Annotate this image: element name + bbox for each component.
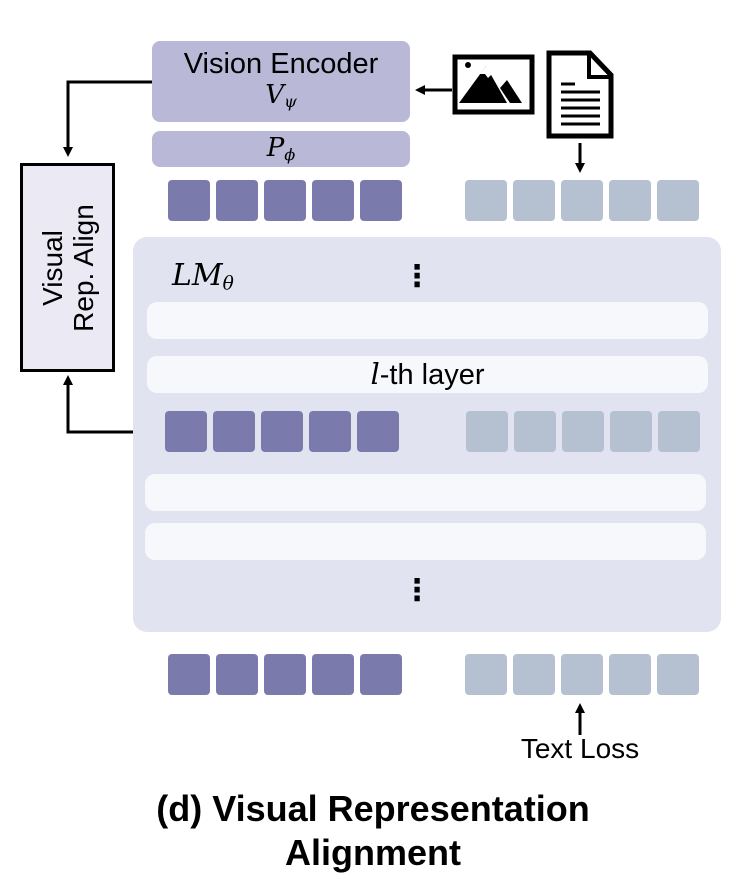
lth-layer-visual-token	[261, 411, 303, 452]
visual-rep-align-box: Visual Rep. Align	[20, 163, 115, 372]
input-text-token	[609, 180, 651, 221]
align-label-line1: Visual	[36, 229, 68, 306]
output-visual-token	[168, 654, 210, 695]
lth-layer-visual-token	[165, 411, 207, 452]
output-text-token	[657, 654, 699, 695]
input-text-token	[465, 180, 507, 221]
input-visual-token	[216, 180, 258, 221]
output-visual-token	[360, 654, 402, 695]
input-text-token	[657, 180, 699, 221]
ellipsis-bottom: ⋮	[402, 574, 432, 607]
input-text-token	[513, 180, 555, 221]
vision-encoder-subscript: ψ	[284, 92, 297, 112]
output-visual-token	[312, 654, 354, 695]
lth-layer-visual-token	[309, 411, 351, 452]
ellipsis-top: ⋮	[402, 260, 432, 293]
lth-layer-text-token	[658, 411, 700, 452]
lth-layer-text-token	[610, 411, 652, 452]
layer-bar	[145, 523, 706, 560]
output-text-token	[561, 654, 603, 695]
layer-to-align-arrow	[63, 375, 165, 434]
projector-box: Pϕ	[152, 131, 410, 167]
output-text-token	[609, 654, 651, 695]
lth-layer-bar: l-th layer	[147, 356, 708, 393]
vision-encoder-box: Vision Encoder Vψ	[152, 41, 410, 122]
projector-symbol: P	[266, 133, 285, 163]
input-text-token	[561, 180, 603, 221]
input-visual-token	[312, 180, 354, 221]
lth-layer-visual-token	[213, 411, 255, 452]
visual-rep-align-label: Visual Rep. Align	[37, 204, 99, 332]
input-visual-token	[168, 180, 210, 221]
caption-line2: Alignment	[285, 832, 461, 873]
output-text-token	[513, 654, 555, 695]
output-visual-token	[264, 654, 306, 695]
vision-encoder-symbol-main: V	[265, 80, 285, 110]
figure-caption: (d) Visual Representation Alignment	[0, 787, 746, 875]
document-icon	[546, 50, 614, 139]
caption-line1: (d) Visual Representation	[156, 788, 590, 829]
layer-bar	[145, 474, 706, 511]
layer-index-symbol: l	[370, 357, 380, 391]
layer-label: -th layer	[379, 359, 485, 391]
lm-subscript: θ	[222, 273, 234, 295]
lth-layer-text-token	[562, 411, 604, 452]
vision-encoder-symbol: Vψ	[152, 80, 410, 117]
align-label-line2: Rep. Align	[67, 203, 99, 332]
layer-bar	[147, 302, 708, 339]
output-text-token	[465, 654, 507, 695]
vision-encoder-title: Vision Encoder	[183, 48, 379, 80]
input-visual-token	[264, 180, 306, 221]
image-icon	[452, 54, 535, 115]
projector-subscript: ϕ	[284, 145, 296, 165]
input-visual-token	[360, 180, 402, 221]
encoder-to-align-arrow	[63, 80, 152, 157]
text-loss-label: Text Loss	[520, 733, 640, 764]
output-visual-token	[216, 654, 258, 695]
lm-symbol: LM	[172, 258, 223, 293]
lth-layer-text-token	[514, 411, 556, 452]
lth-layer-visual-token	[357, 411, 399, 452]
language-model-label: LMθ	[172, 258, 234, 295]
lth-layer-text-token	[466, 411, 508, 452]
